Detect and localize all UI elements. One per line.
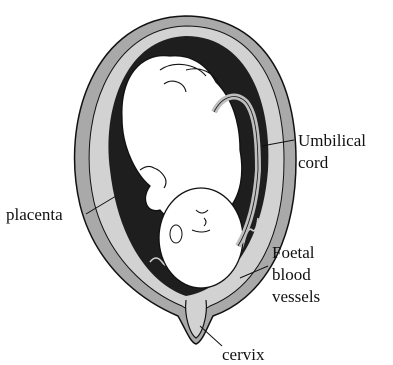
foetal-vessels-label-line3: vessels — [272, 287, 320, 306]
placenta-label: placenta — [6, 205, 63, 224]
foetal-vessels-label-line1: Foetal — [272, 243, 315, 262]
foetal-vessels-label-line2: blood — [272, 265, 311, 284]
umbilical-cord-label-line2: cord — [298, 153, 329, 172]
umbilical-cord-label-line1: Umbilical — [298, 131, 366, 150]
foetus-head — [159, 188, 243, 288]
cervix-label: cervix — [222, 345, 265, 364]
